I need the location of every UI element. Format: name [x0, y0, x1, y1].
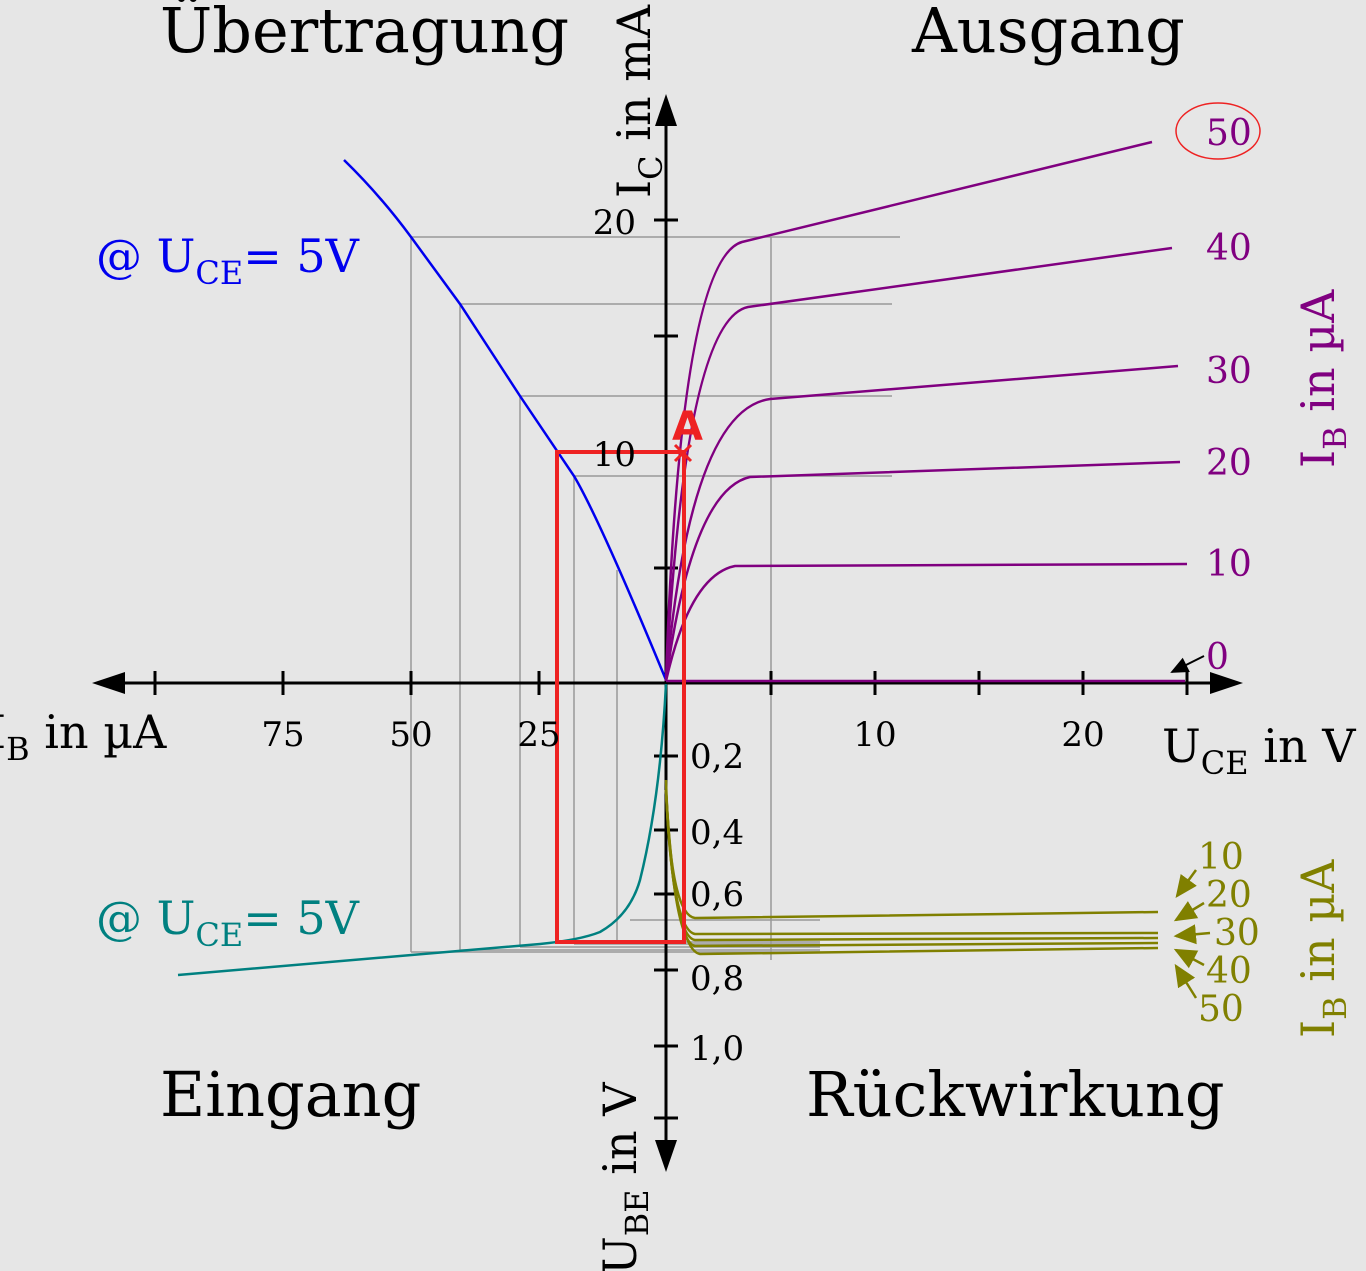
- feedback-parameter-label: IB in µA: [1291, 859, 1354, 1038]
- feedback-curve-labels: 10 20 30 40 50: [1198, 837, 1260, 1030]
- ib-tick-labels: 75 50 25: [261, 715, 560, 755]
- ib-tick-label: 25: [517, 715, 560, 755]
- output-curve-label: 10: [1206, 544, 1252, 585]
- output-parameter-label: IB in µA: [1291, 289, 1354, 468]
- uce-tick-label: 10: [853, 715, 896, 755]
- ube-tick-label: 0,2: [690, 737, 744, 777]
- quadrant-title-output: Ausgang: [911, 0, 1185, 67]
- tick-marks: [153, 218, 1189, 1120]
- output-curve-label: 30: [1206, 351, 1252, 392]
- uce-tick-label: 20: [1061, 715, 1104, 755]
- feedback-curve-label: 20: [1206, 875, 1252, 916]
- helper-grid: [410, 236, 900, 960]
- ic-axis-label: IC in mA: [607, 4, 670, 198]
- output-curve-labels: 50 40 30 20 10 0: [1206, 113, 1252, 678]
- operating-point-box: A: [555, 404, 703, 944]
- input-condition-label: @ UCE= 5V: [96, 891, 360, 954]
- ib-axis-label: IB in µA: [0, 705, 167, 768]
- ib-tick-label: 75: [261, 715, 304, 755]
- feedback-pointer-arrows: [1173, 869, 1211, 999]
- uce-tick-labels: 10 20: [853, 715, 1104, 755]
- ube-tick-label: 0,4: [690, 813, 744, 853]
- output-curve-label: 20: [1206, 443, 1252, 484]
- ube-axis-label: UBE in V: [593, 1082, 656, 1271]
- quadrant-title-transfer: Übertragung: [160, 0, 569, 67]
- circled-50-marker: [1175, 102, 1261, 160]
- transfer-curve: [343, 159, 668, 681]
- ic-tick-label: 10: [593, 435, 636, 475]
- feedback-curve-label: 30: [1214, 913, 1260, 954]
- input-curve: [177, 683, 668, 977]
- ib-tick-label: 50: [389, 715, 432, 755]
- ube-tick-label: 0,6: [690, 875, 744, 915]
- axes: [110, 110, 1225, 1155]
- ic-tick-label: 20: [593, 203, 636, 243]
- uce-axis-label: UCE in V: [1162, 719, 1356, 782]
- output-curve-label: 0: [1206, 637, 1229, 678]
- axis-arrowheads: [92, 94, 1243, 1172]
- feedback-curve-label: 10: [1198, 837, 1244, 878]
- feedback-curves: [664, 779, 1159, 956]
- ube-tick-labels: 0,2 0,4 0,6 0,8 1,0: [690, 737, 744, 1069]
- ube-tick-label: 0,8: [690, 959, 744, 999]
- ube-tick-label: 1,0: [690, 1029, 744, 1069]
- quadrant-title-feedback: Rückwirkung: [806, 1058, 1225, 1131]
- output-curves: [664, 140, 1188, 683]
- ic-tick-labels: 20 10: [593, 203, 636, 475]
- output-curve-label: 40: [1206, 228, 1252, 269]
- output-curve-label: 50: [1206, 113, 1252, 154]
- feedback-curve-label: 50: [1198, 989, 1244, 1030]
- zero-curve-pointer-arrow: [1170, 655, 1205, 673]
- feedback-curve-label: 40: [1206, 951, 1252, 992]
- quadrant-title-input: Eingang: [160, 1058, 421, 1131]
- transfer-condition-label: @ UCE= 5V: [96, 229, 360, 292]
- operating-point-label: A: [672, 404, 703, 450]
